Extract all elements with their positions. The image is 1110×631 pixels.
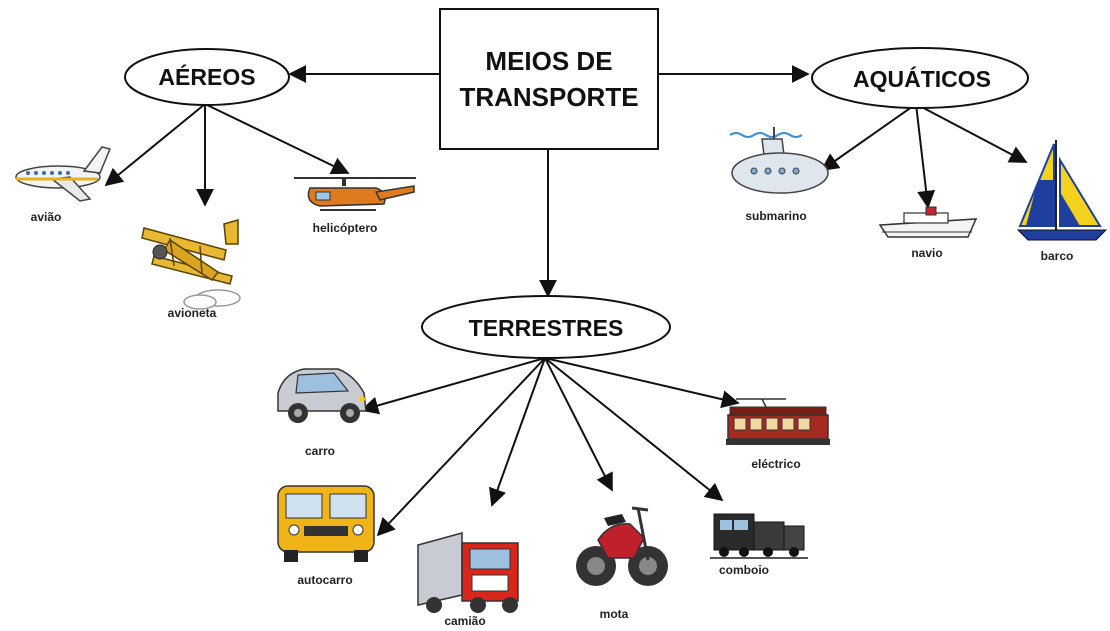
- category-terrestres-label: TERRESTRES: [469, 315, 624, 341]
- item-comboio-label: comboio: [719, 563, 769, 577]
- category-aquaticos-label: AQUÁTICOS: [853, 65, 991, 92]
- item-electrico-label: eléctrico: [751, 457, 800, 471]
- item-camiao-label: camião: [444, 614, 485, 628]
- arrow-terrestres-to-comboio: [544, 357, 724, 502]
- submarine-icon: [729, 127, 829, 194]
- car-icon: [277, 368, 367, 423]
- sailboat-icon: [1016, 140, 1108, 241]
- category-aquaticos: AQUÁTICOS: [811, 47, 1029, 109]
- item-helicoptero-label: helicóptero: [313, 221, 378, 235]
- arrow-aereos-to-helicoptero: [204, 103, 350, 175]
- item-barco-label: barco: [1041, 249, 1074, 263]
- train-icon: [710, 513, 808, 559]
- biplane-icon: [141, 219, 241, 310]
- item-submarino-label: submarino: [745, 209, 806, 223]
- bus-icon: [277, 485, 375, 562]
- arrow-terrestres-to-camiao: [489, 357, 546, 507]
- motorcycle-icon: [576, 506, 668, 586]
- root-title-line1: MEIOS DE: [485, 46, 612, 76]
- root-title-line2: TRANSPORTE: [459, 82, 638, 112]
- airplane-icon: [15, 146, 112, 202]
- ship-icon: [878, 206, 978, 238]
- helicopter-icon: [294, 177, 416, 211]
- arrow-aquaticos-to-navio: [915, 103, 936, 209]
- item-navio-label: navio: [911, 246, 942, 260]
- item-aviao-label: avião: [31, 210, 62, 224]
- arrow-terrestres-to-electrico: [544, 357, 740, 409]
- arrow-aquaticos-to-submarino: [820, 103, 917, 172]
- item-carro-label: carro: [305, 444, 335, 458]
- item-autocarro-label: autocarro: [297, 573, 352, 587]
- connectors: [104, 65, 1028, 537]
- arrow-terrestres-to-autocarro: [376, 357, 546, 537]
- truck-icon: [417, 532, 519, 613]
- category-aereos: AÉREOS: [124, 48, 290, 106]
- category-terrestres: TERRESTRES: [421, 295, 671, 359]
- tram-icon: [726, 398, 830, 445]
- arrow-terrestres-to-mota: [544, 357, 613, 492]
- arrow-terrestres-to-carro: [360, 357, 546, 415]
- item-avioneta-label: avioneta: [168, 306, 217, 320]
- arrow-aereos-to-aviao: [104, 103, 206, 187]
- item-mota-label: mota: [600, 607, 629, 621]
- root-node: MEIOS DE TRANSPORTE: [439, 8, 659, 150]
- category-aereos-label: AÉREOS: [158, 63, 255, 90]
- arrow-aquaticos-to-barco: [915, 103, 1028, 163]
